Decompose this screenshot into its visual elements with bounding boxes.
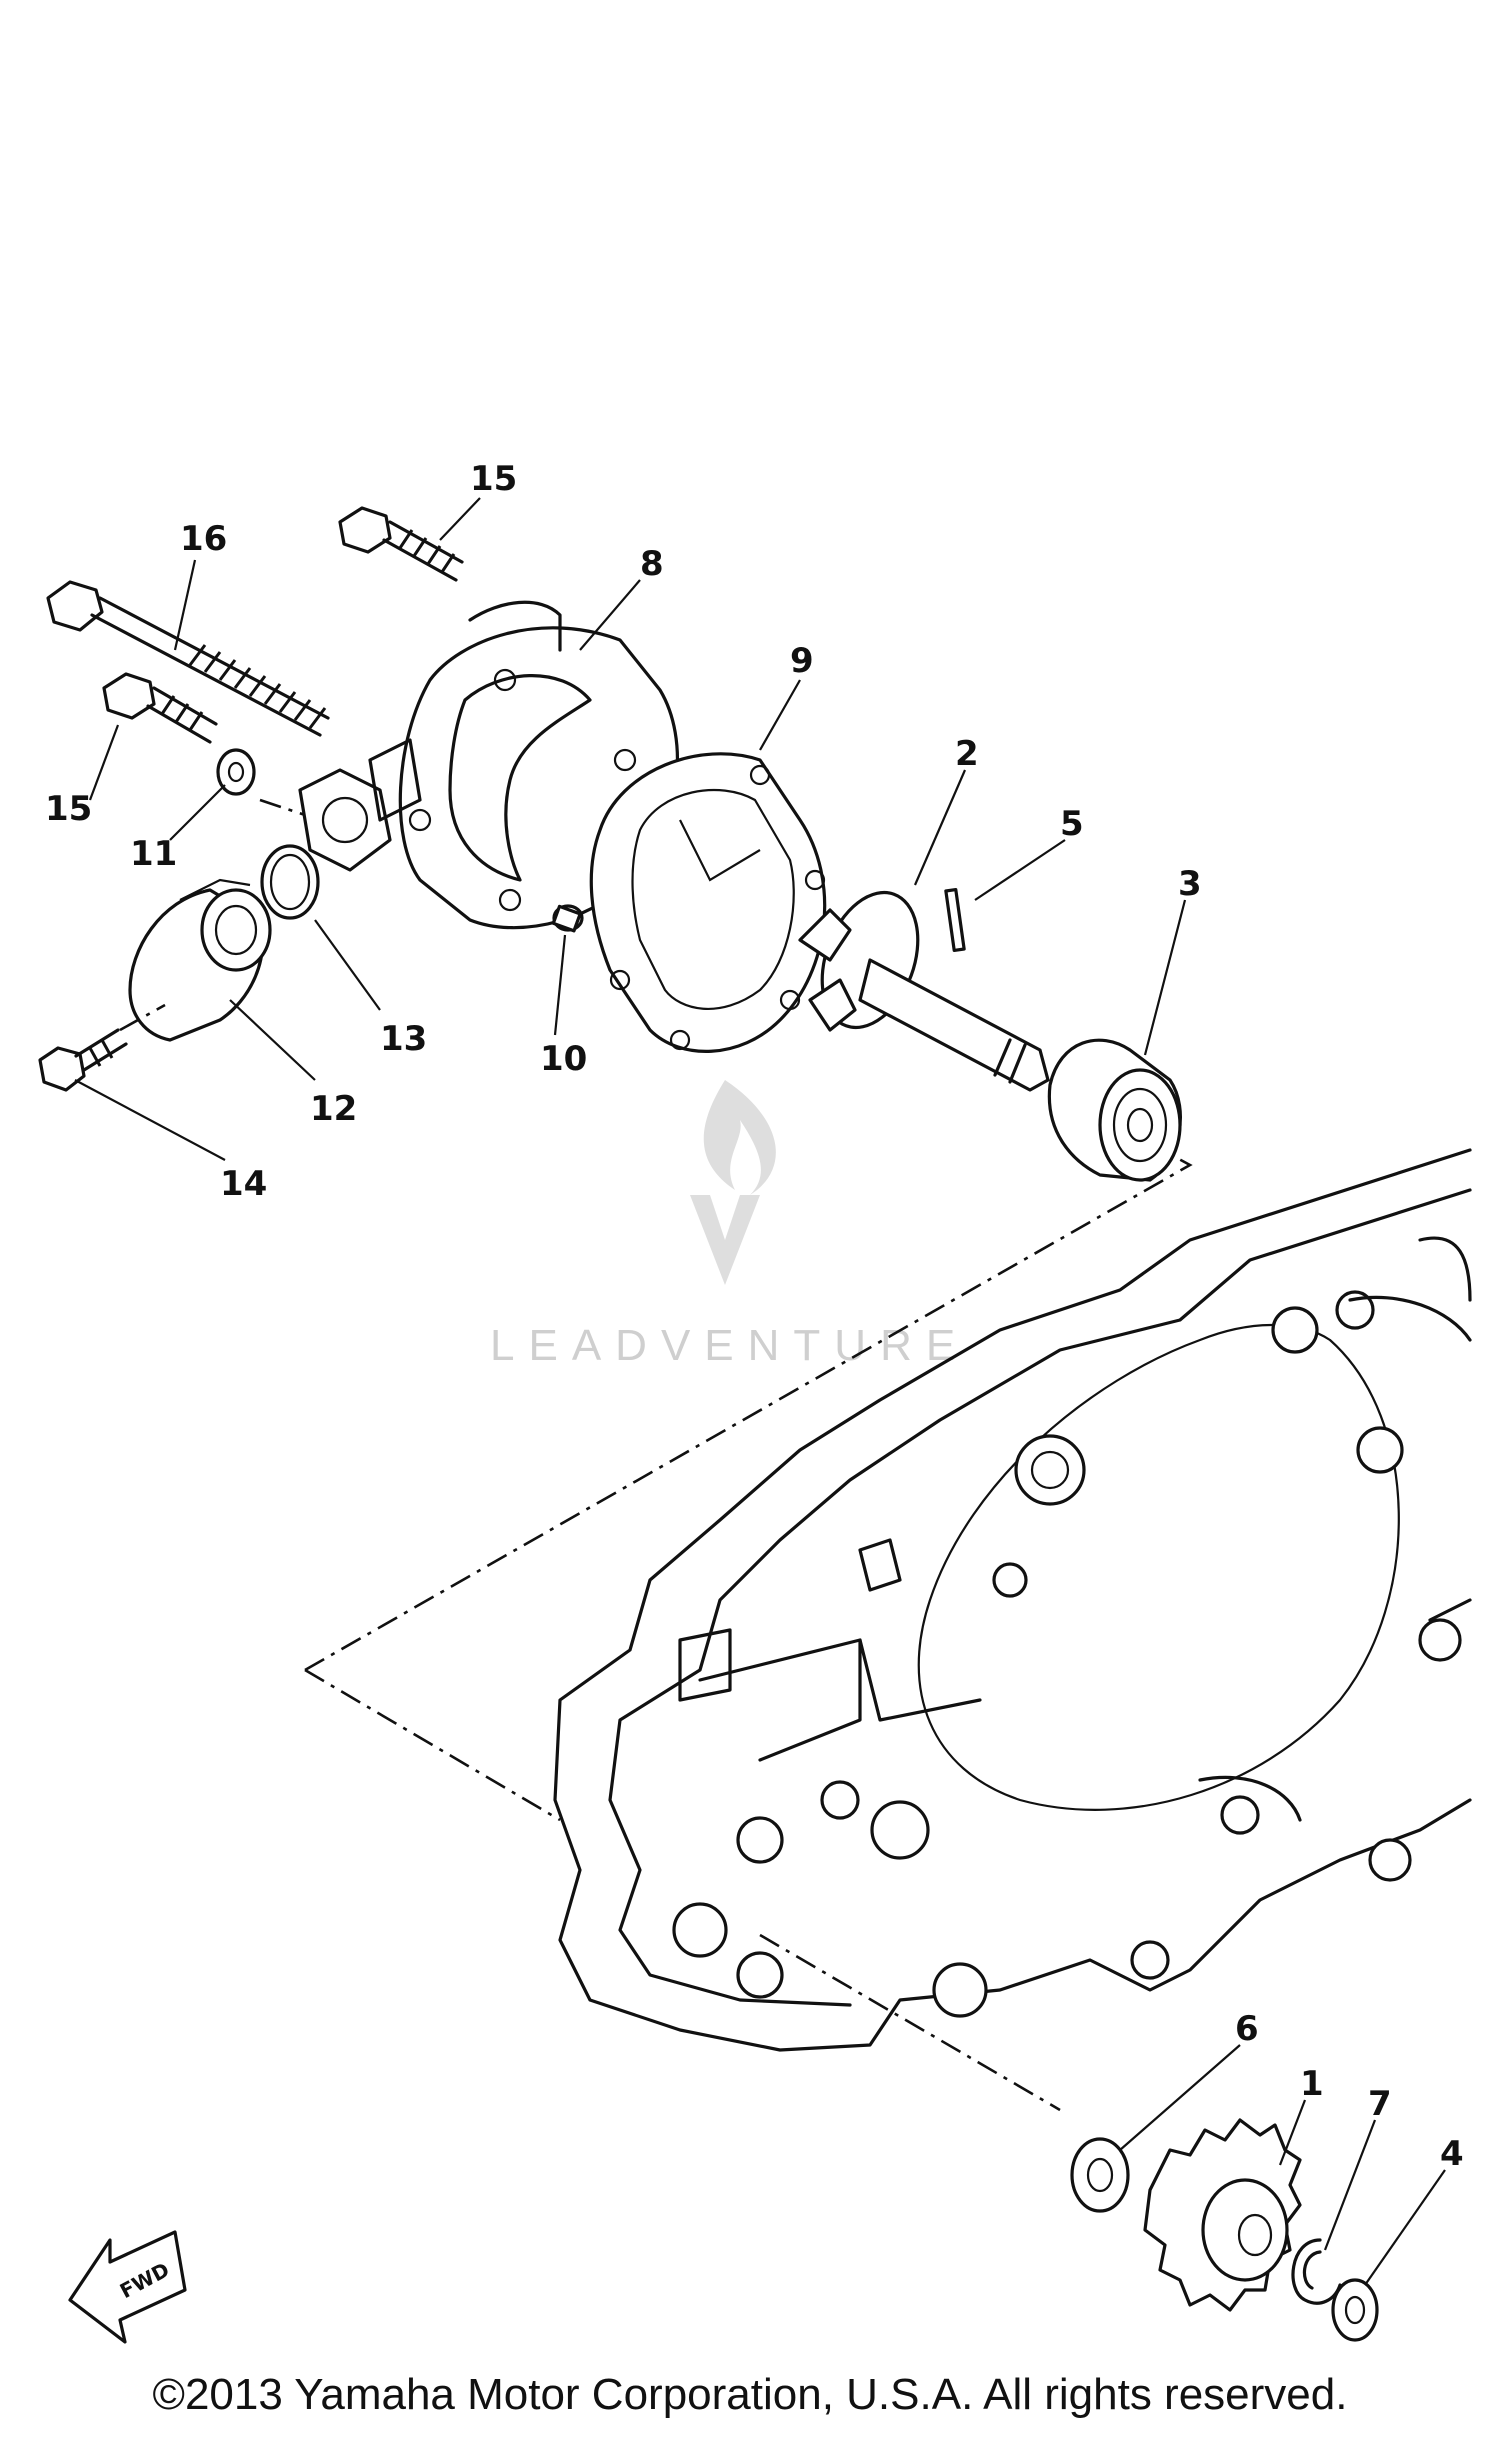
callout-7: 7 (1368, 2084, 1392, 2124)
callout-1: 1 (1300, 2064, 1324, 2104)
part-3-bearing (1047, 1038, 1182, 1182)
part-10-dowel-pin (551, 904, 584, 933)
callout-labels: 15 16 8 9 2 5 3 15 11 13 12 10 14 6 1 7 … (45, 459, 1464, 2174)
callout-13: 13 (380, 1019, 427, 1059)
callout-15-lower: 15 (45, 789, 92, 829)
callout-leader-lines (74, 497, 1446, 2286)
part-2-impeller-shaft (798, 890, 1050, 1092)
callout-4: 4 (1440, 2134, 1464, 2174)
callout-8: 8 (640, 544, 664, 584)
callout-16: 16 (180, 519, 227, 559)
hose-fitting (298, 768, 392, 872)
callout-3: 3 (1178, 864, 1202, 904)
callout-9: 9 (790, 641, 814, 681)
callout-15-upper: 15 (470, 459, 517, 499)
part-7-circlip (1291, 2238, 1342, 2305)
callout-5: 5 (1060, 804, 1084, 844)
part-9-gasket (589, 752, 827, 1053)
part-6-washer (1070, 2137, 1130, 2213)
watermark-text: LEADVENTURE (490, 1321, 969, 1370)
leadventure-watermark: LEADVENTURE (490, 1080, 969, 1370)
fwd-arrow-icon: FWD (68, 2230, 187, 2344)
part-12-elbow-pipe (128, 878, 272, 1042)
callout-14: 14 (220, 1164, 267, 1204)
part-13-o-ring (260, 844, 320, 920)
callout-10: 10 (540, 1039, 587, 1079)
callout-12: 12 (310, 1089, 357, 1129)
part-5-pin (944, 887, 966, 953)
part-4-washer (1331, 2278, 1379, 2342)
part-16-long-bolt (46, 580, 330, 737)
callout-6: 6 (1235, 2009, 1259, 2049)
callout-2: 2 (955, 734, 979, 774)
part-1-gear (1143, 2118, 1302, 2312)
part-15-upper-bolt (338, 506, 464, 582)
part-11-washer (216, 748, 256, 796)
callout-11: 11 (130, 834, 177, 874)
part-14-bolt (38, 1003, 166, 1092)
crankcase (553, 1148, 1472, 2052)
copyright-notice: ©2013 Yamaha Motor Corporation, U.S.A. A… (152, 2370, 1348, 2419)
part-15-lower-bolt (102, 672, 218, 744)
